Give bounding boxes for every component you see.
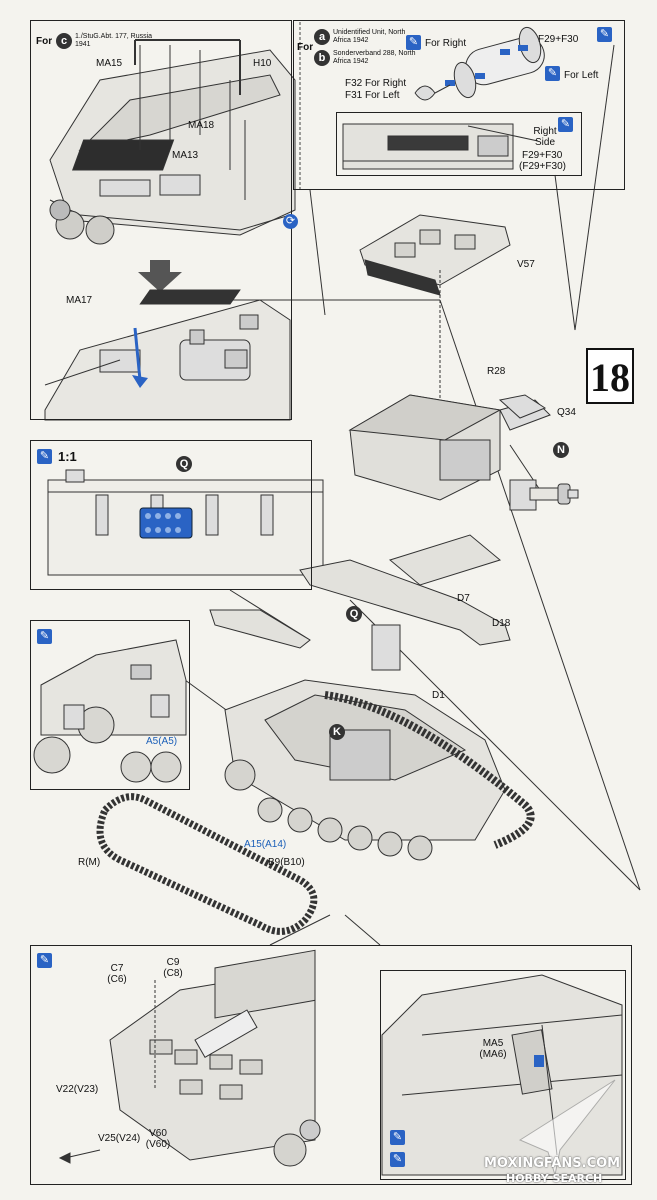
step-number: 18 (586, 348, 634, 404)
label-c8: (C8) (163, 968, 183, 979)
label-c7: C7 (110, 963, 124, 974)
label-ma13: MA13 (172, 150, 199, 161)
brush-icon: ✎ (597, 27, 612, 42)
badge-q: Q (346, 606, 362, 622)
label-right-side: Right Side (533, 126, 557, 148)
label-v60-alt: (V60) (145, 1139, 171, 1150)
label-v25: V25(V24) (98, 1133, 141, 1144)
label-f31: F31 For Left (345, 90, 400, 101)
label-ma5: MA5 (482, 1038, 504, 1049)
label-c9: C9 (166, 957, 180, 968)
brush-icon: ✎ (558, 117, 573, 132)
badge-n: N (553, 442, 569, 458)
brush-icon: ✎ (390, 1152, 405, 1167)
front-detail-panel (30, 945, 632, 1185)
label-f32: F32 For Right (345, 78, 407, 89)
label-v57: V57 (517, 259, 535, 270)
variant-a-badge: a (314, 29, 330, 45)
variant-a-text: Unidentified Unit, North Africa 1942 (333, 29, 406, 44)
label-c6: (C6) (107, 974, 127, 985)
hull-side-detail-panel (30, 620, 190, 790)
badge-k: K (329, 724, 345, 740)
label-f29-f30: F29+F30 (538, 34, 579, 45)
watermark-site: MOXINGFANS.COM (484, 1156, 621, 1171)
brush-icon: ✎ (406, 35, 421, 50)
brush-icon: ✎ (545, 66, 560, 81)
label-r-m: R(M) (78, 857, 101, 868)
variant-c-text: 1./StuG.Abt. 177, Russia 1941 (75, 33, 153, 48)
label-ma15: MA15 (96, 58, 123, 69)
label-for-left: For Left (564, 70, 599, 81)
brush-icon: ✎ (37, 953, 52, 968)
badge-q-detail: Q (176, 456, 192, 472)
variant-c-badge: c (56, 33, 72, 49)
rotate-icon: ⟳ (283, 214, 298, 229)
label-q34: Q34 (557, 407, 576, 418)
right-side-detail-panel (336, 112, 582, 176)
label-ma6: (MA6) (479, 1049, 507, 1060)
label-v60: V60 (149, 1128, 167, 1139)
label-scale: 1:1 (58, 449, 77, 464)
watermark-brand: HOBBY SEARCH (506, 1172, 603, 1185)
label-r28: R28 (487, 366, 506, 377)
brush-icon: ✎ (37, 629, 52, 644)
brush-icon: ✎ (37, 449, 52, 464)
label-d1: D1 (432, 690, 445, 701)
label-for-right: For Right (425, 38, 467, 49)
variant-b-badge: b (314, 50, 330, 66)
scale-detail-panel (30, 440, 312, 590)
variant-ab-for: For (297, 42, 314, 53)
brush-icon: ✎ (390, 1130, 405, 1145)
bracket-detail-panel (380, 970, 626, 1180)
label-f29-f30-right: F29+F30 (522, 150, 563, 161)
label-ma18: MA18 (188, 120, 215, 131)
variant-c-panel (30, 20, 292, 420)
label-d18: D18 (492, 618, 511, 629)
label-h10: H10 (253, 58, 272, 69)
label-d7: D7 (457, 593, 470, 604)
variant-ab-panel (293, 20, 625, 190)
label-ma17: MA17 (66, 295, 93, 306)
label-f29-f30-left: (F29+F30) (519, 161, 566, 172)
variant-b-text: Sonderverband 288, North Africa 1942 (333, 50, 416, 65)
label-b9: B9(B10) (268, 857, 305, 868)
label-v22: V22(V23) (56, 1084, 99, 1095)
label-a5: A5(A5) (146, 736, 178, 747)
variant-c-for: For (36, 36, 53, 47)
label-a15: A15(A14) (244, 839, 287, 850)
